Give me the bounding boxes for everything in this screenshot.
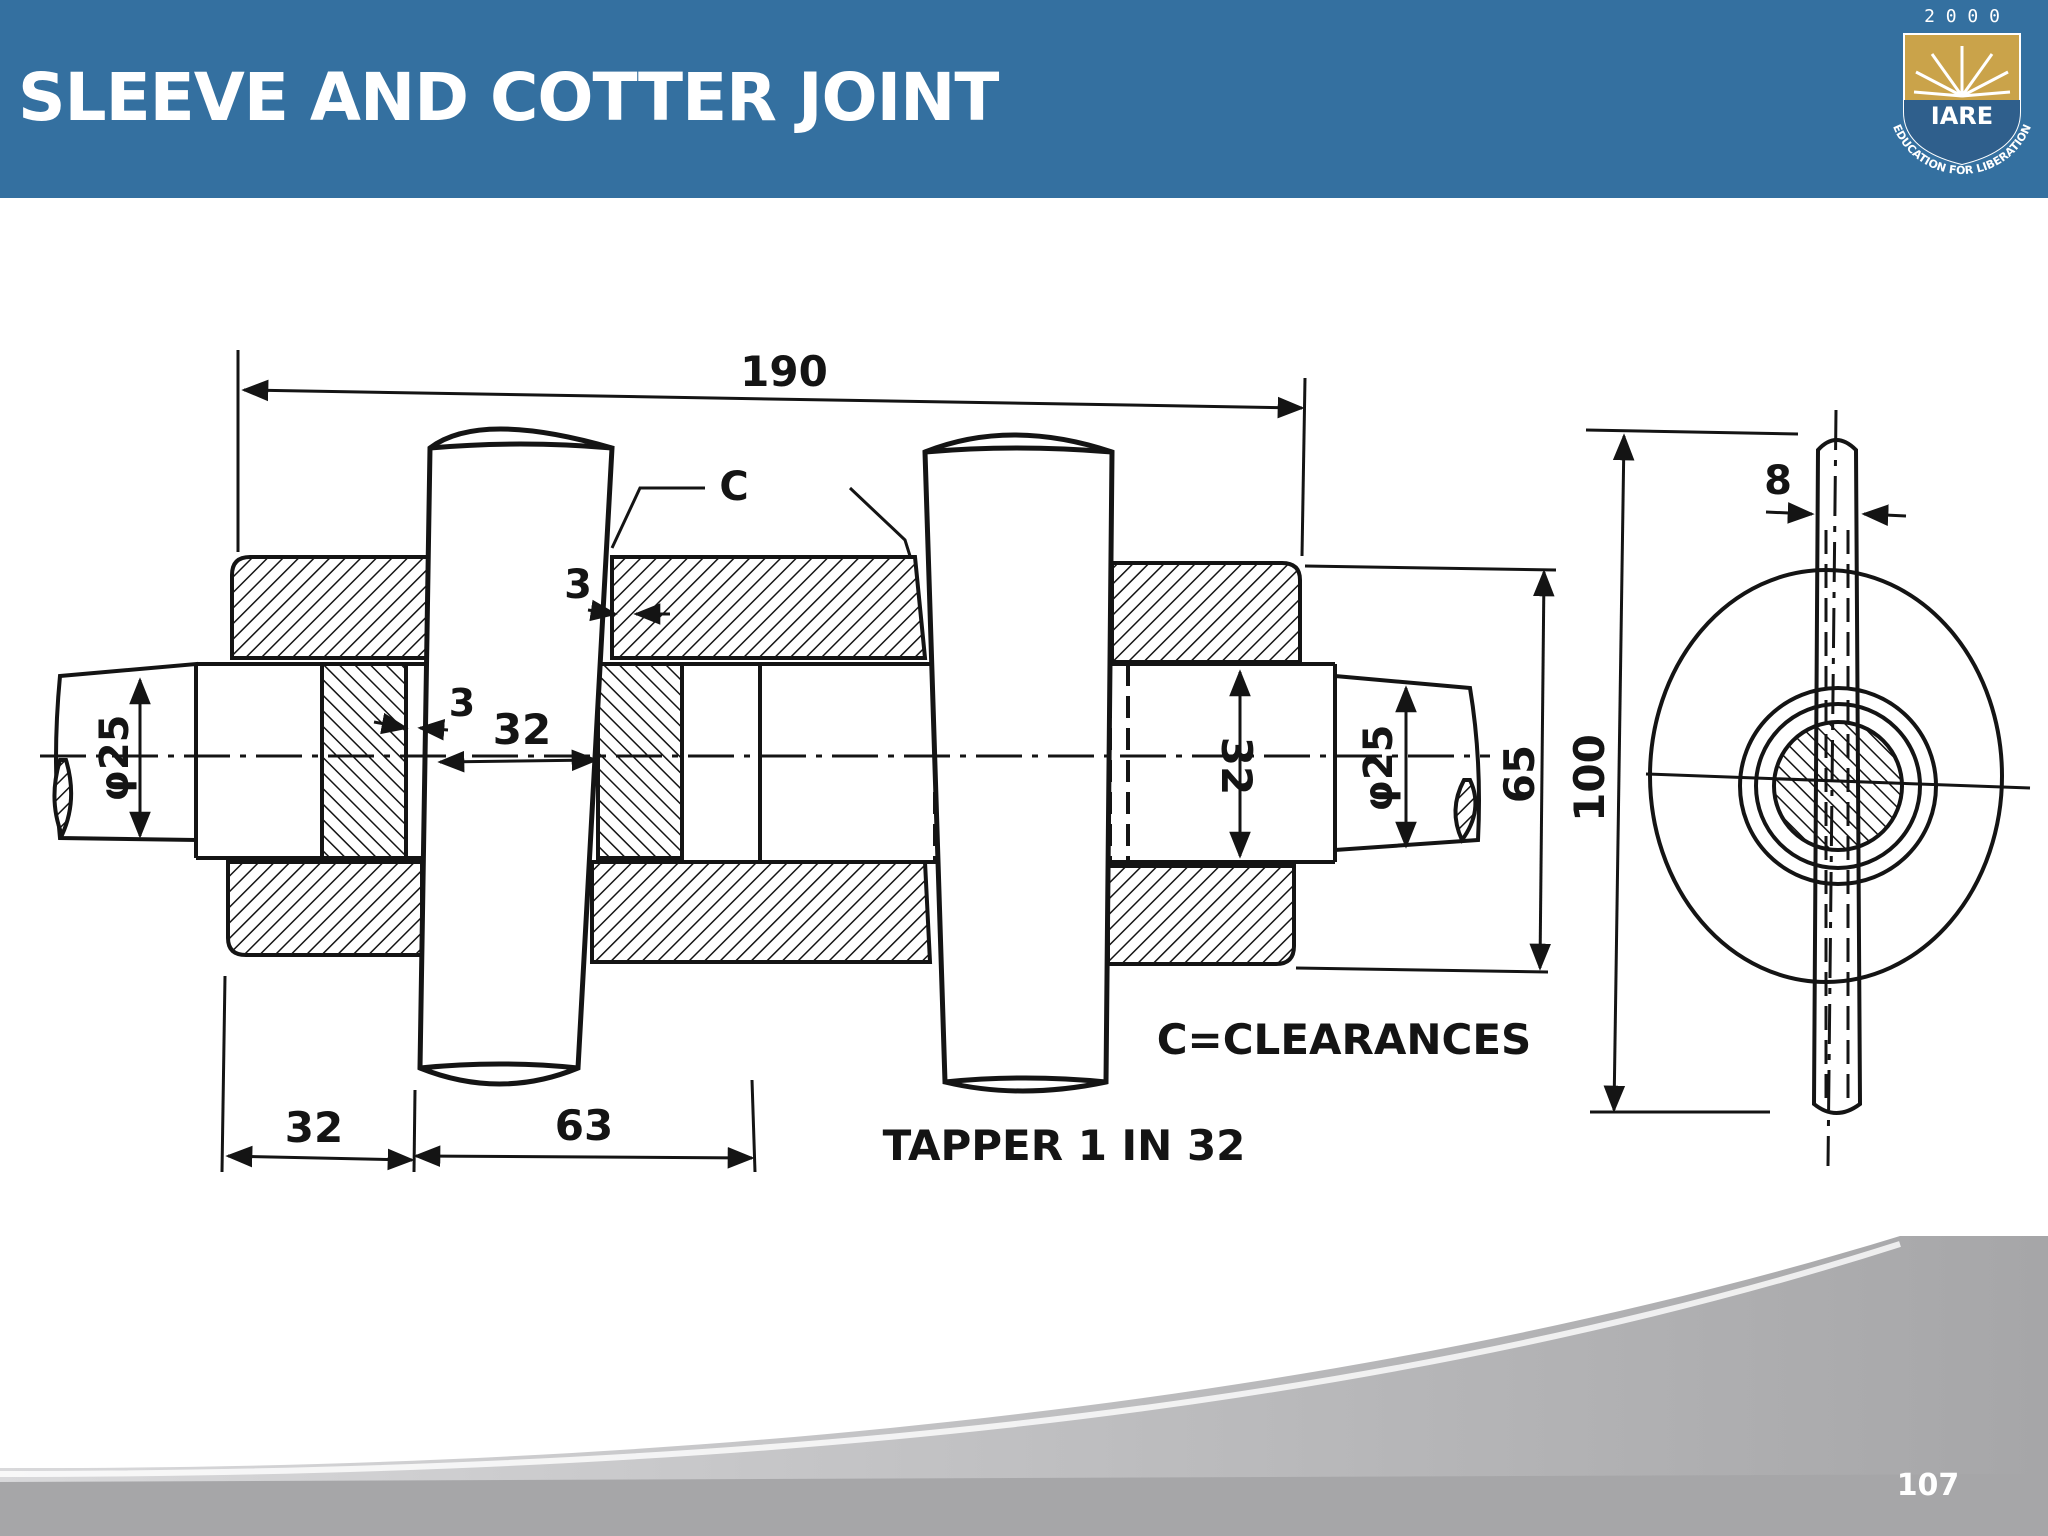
taper-note: TAPPER 1 IN 32 [883,1121,1246,1170]
dim-overall-length: 190 [740,347,828,396]
dim-cotter-width: 8 [1764,458,1792,504]
logo-year: 2 0 0 0 [1924,6,2000,27]
sun-rays-icon [1913,46,2011,98]
logo-name: IARE [1931,102,1993,130]
dim-end-length: 32 [285,1103,343,1152]
dim-rod-dia: 32 [1212,737,1261,795]
iare-logo: 2 0 0 0 IARE EDUCATION FOR LIBERATION [1890,6,2034,177]
dim-gap-mid: 3 [449,681,475,725]
dim-cotter-spacing: 32 [493,705,551,754]
dim-sleeve-dia: 65 [1495,745,1544,803]
dim-collar-dia: 100 [1565,734,1614,822]
dim-gap-top: 3 [564,562,592,608]
engineering-drawing: 190 C 3 3 32 φ25 32 φ25 65 100 8 32 63 C… [40,347,2031,1173]
dim-cotter-pitch: 63 [555,1101,613,1150]
right-cotter [922,432,1115,1094]
slide-header: SLEEVE AND COTTER JOINT 2 0 0 0 IARE EDU… [0,0,2048,198]
side-view [1585,409,2031,1167]
dim-shaft-dia-right: φ25 [1356,725,1402,812]
page-number: 107 [1896,1468,1960,1503]
dim-clearance-label: C [719,464,748,510]
dimension-lines [129,350,1557,1173]
clearances-note: C=CLEARANCES [1157,1015,1532,1064]
dim-shaft-dia-left: φ25 [92,715,138,802]
footer-swoosh [0,1236,2048,1536]
slide-title: SLEEVE AND COTTER JOINT [18,59,999,136]
left-rod [52,661,430,860]
